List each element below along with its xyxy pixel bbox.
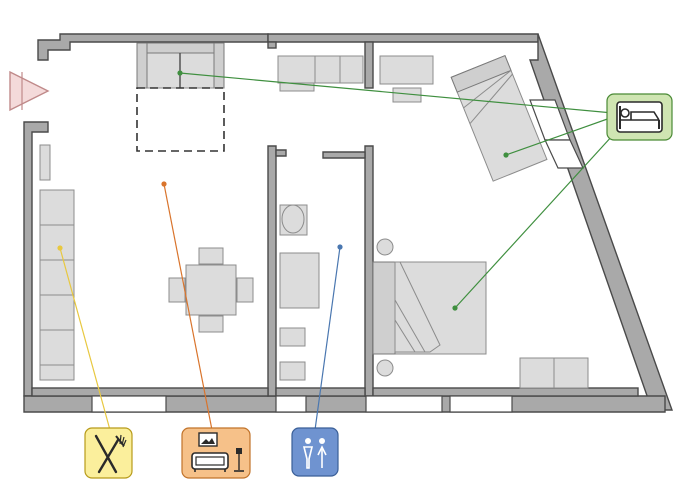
top-furniture: [277, 54, 548, 182]
window-bottom-3: [365, 395, 443, 413]
storage-box: [279, 82, 315, 92]
leader-living: [163, 183, 213, 431]
leader-bedroom-double: [454, 134, 614, 309]
desk: [379, 55, 434, 85]
toilet-bowl: [281, 204, 305, 234]
chair-bottom: [198, 315, 224, 333]
sofa-arm-left: [136, 42, 148, 89]
sofa-arm-right: [213, 42, 225, 89]
living-furniture: [39, 42, 254, 381]
nightstand-lamp-top: [376, 238, 394, 256]
leader-bedroom-sofa: [179, 72, 614, 114]
legend-bedroom: [606, 93, 673, 141]
kitchen-counter: [39, 189, 75, 381]
dryer: [279, 361, 306, 381]
wall-top-left: [37, 33, 269, 61]
window-bottom-4: [449, 395, 513, 413]
wall-bath-bed-stub: [322, 151, 366, 159]
sofa-back: [136, 42, 225, 54]
storage-cabinet: [277, 55, 364, 84]
chair-right: [236, 277, 254, 303]
wall-stub-top2: [364, 41, 374, 89]
fork-knife-icon: [84, 427, 133, 479]
washer: [279, 327, 306, 347]
wall-top-right: [267, 33, 539, 43]
wall-living-bath: [267, 145, 277, 397]
wall-diagonal: [529, 33, 673, 411]
bed-blanket-fold: [394, 261, 441, 353]
bed-headboard: [372, 261, 396, 355]
wall-bath-top-stub: [275, 149, 287, 157]
wall-bed-bottom: [372, 387, 639, 397]
bedroom-furniture: [372, 238, 589, 389]
leader-kitchen: [59, 247, 111, 431]
restroom-icon: [291, 427, 339, 477]
walls: [23, 33, 673, 413]
leaders: [57, 70, 614, 431]
legend-living: [181, 427, 251, 479]
rug-dashed: [136, 87, 225, 152]
wall-stub-top: [267, 41, 277, 49]
bathroom-furniture: [279, 204, 320, 381]
windows: [91, 99, 584, 413]
legend-bathroom: [291, 427, 339, 477]
dining-table: [185, 264, 237, 316]
window-bottom-2: [275, 395, 307, 413]
entry-arrow-icon: [9, 70, 50, 112]
window-bottom-1: [91, 395, 167, 413]
leader-bathroom: [314, 246, 341, 431]
single-bed: [450, 54, 548, 182]
nightstand-lamp-bottom: [376, 359, 394, 377]
chair-top: [198, 247, 224, 265]
bath-sink: [279, 252, 320, 309]
wall-living-bottom: [31, 387, 269, 397]
legend-kitchen: [84, 427, 133, 479]
wall-bath-bed: [364, 145, 374, 397]
leader-bedroom-single: [505, 116, 614, 156]
fridge: [39, 144, 51, 181]
